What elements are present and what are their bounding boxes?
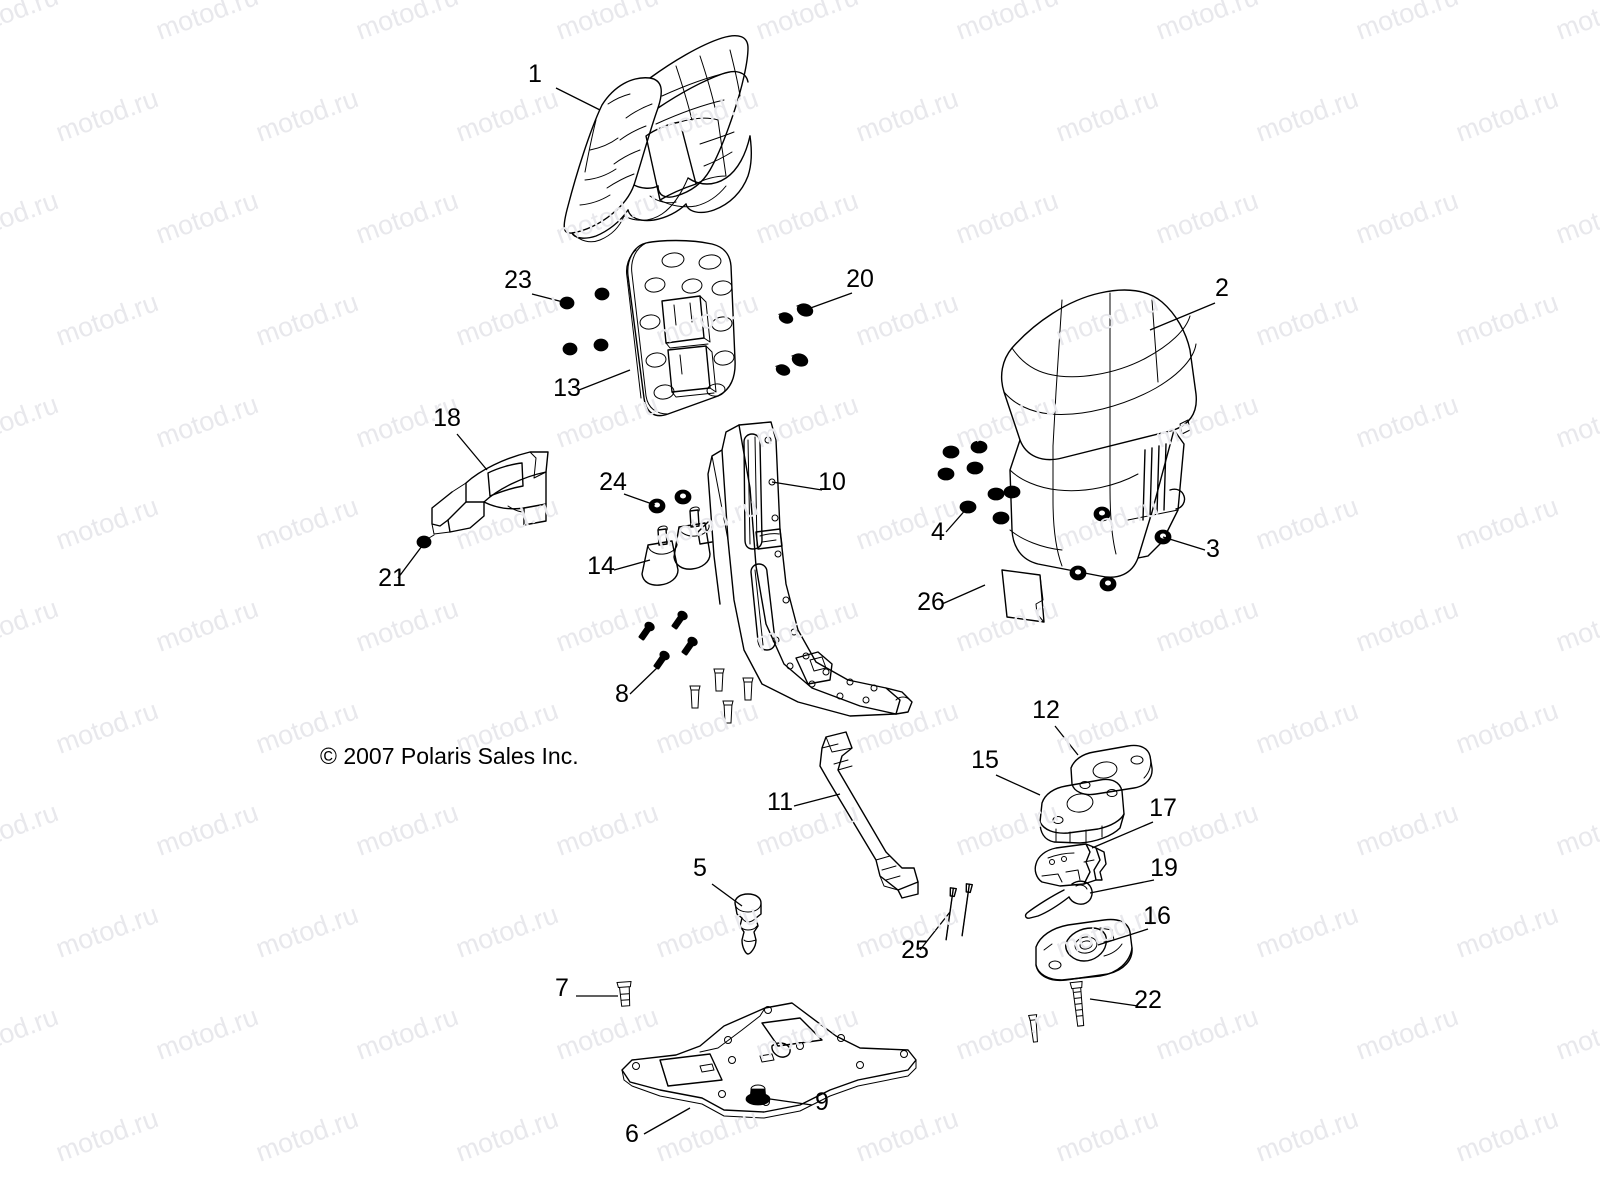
leader-line-6: [643, 1107, 691, 1135]
bumper-b: [673, 506, 711, 570]
part-seat-back-frame: [697, 421, 913, 717]
part-seat-belt-strap: [819, 731, 919, 899]
callout-leader-lines: [397, 87, 1216, 1135]
leader-line-19: [1089, 879, 1155, 894]
leader-line-20: [804, 292, 853, 311]
leader-line-9: [769, 1098, 813, 1106]
part-lock-nut: [648, 489, 692, 514]
leader-line-2: [1149, 302, 1216, 331]
leader-line-11: [793, 793, 841, 807]
leader-line-25: [919, 911, 951, 951]
callout-number-13: 13: [553, 374, 581, 402]
callout-number-19: 19: [1150, 854, 1178, 882]
callout-number-9: 9: [815, 1088, 829, 1116]
leader-line-16: [1097, 928, 1149, 946]
leader-line-21: [397, 545, 423, 579]
part-long-bolt: [1028, 980, 1085, 1043]
callout-number-3: 3: [1206, 535, 1220, 563]
leader-line-23: [531, 293, 568, 304]
part-seat-retainer-bracket: [431, 451, 549, 535]
leader-line-5: [711, 883, 743, 907]
callout-number-5: 5: [693, 854, 707, 882]
part-seat-base-plate: [621, 1002, 917, 1119]
callout-number-16: 16: [1143, 902, 1171, 930]
leader-line-1: [555, 87, 601, 111]
callout-number-2: 2: [1215, 274, 1229, 302]
leader-line-4: [945, 506, 969, 533]
callout-number-25: 25: [901, 936, 929, 964]
copyright-notice: © 2007 Polaris Sales Inc.: [320, 743, 579, 769]
callout-number-22: 22: [1134, 986, 1162, 1014]
leader-line-26: [941, 584, 986, 605]
callout-number-20: 20: [846, 265, 874, 293]
leader-line-12: [1054, 725, 1079, 756]
callout-number-26: 26: [917, 588, 945, 616]
callout-number-1: 1: [528, 60, 542, 88]
callout-number-4: 4: [931, 518, 945, 546]
leader-line-22: [1089, 998, 1139, 1007]
callout-number-8: 8: [615, 680, 629, 708]
callout-number-14: 14: [587, 552, 615, 580]
leader-line-15: [995, 774, 1041, 796]
part-latch-housing: [1035, 918, 1133, 982]
callout-number-23: 23: [504, 266, 532, 294]
callout-number-6: 6: [625, 1120, 639, 1148]
callout-number-15: 15: [971, 746, 999, 774]
leader-line-14: [613, 559, 651, 571]
part-latch-spring-clip: [1024, 880, 1093, 919]
part-seat-back-cushion: [563, 35, 753, 243]
part-seat-bottom-cushion: [1000, 289, 1197, 578]
part-latch-mechanism: [1034, 843, 1107, 887]
callout-number-17: 17: [1149, 794, 1177, 822]
part-rubber-bumper: [641, 506, 711, 586]
callout-number-10: 10: [818, 468, 846, 496]
part-latch-spacer-block: [1039, 778, 1125, 844]
part-flange-nut-base: [745, 1084, 771, 1106]
callout-number-11: 11: [767, 788, 793, 816]
part-shoulder-bolt: [616, 981, 632, 1007]
part-push-clip: [937, 440, 1021, 525]
part-mounting-shim-plate: [1001, 569, 1045, 623]
leader-line-3: [1162, 536, 1206, 551]
leader-line-13: [578, 369, 631, 391]
part-cotter-pin: [945, 883, 974, 941]
callout-number-7: 7: [555, 974, 569, 1002]
callout-number-24: 24: [599, 468, 627, 496]
part-screw-set: [638, 610, 754, 724]
callout-number-12: 12: [1032, 696, 1060, 724]
leader-line-8: [629, 664, 661, 695]
leader-line-17: [1091, 821, 1154, 849]
part-backrest-mount-panel: [626, 239, 736, 417]
callout-number-21: 21: [378, 564, 406, 592]
leader-line-24: [623, 493, 656, 506]
callout-number-18: 18: [433, 404, 461, 432]
part-latch-pin: [734, 893, 762, 955]
part-push-rivet-left: [416, 534, 435, 549]
leader-line-10: [771, 481, 823, 491]
part-flange-nut: [1069, 506, 1172, 592]
leader-line-18: [456, 433, 488, 471]
